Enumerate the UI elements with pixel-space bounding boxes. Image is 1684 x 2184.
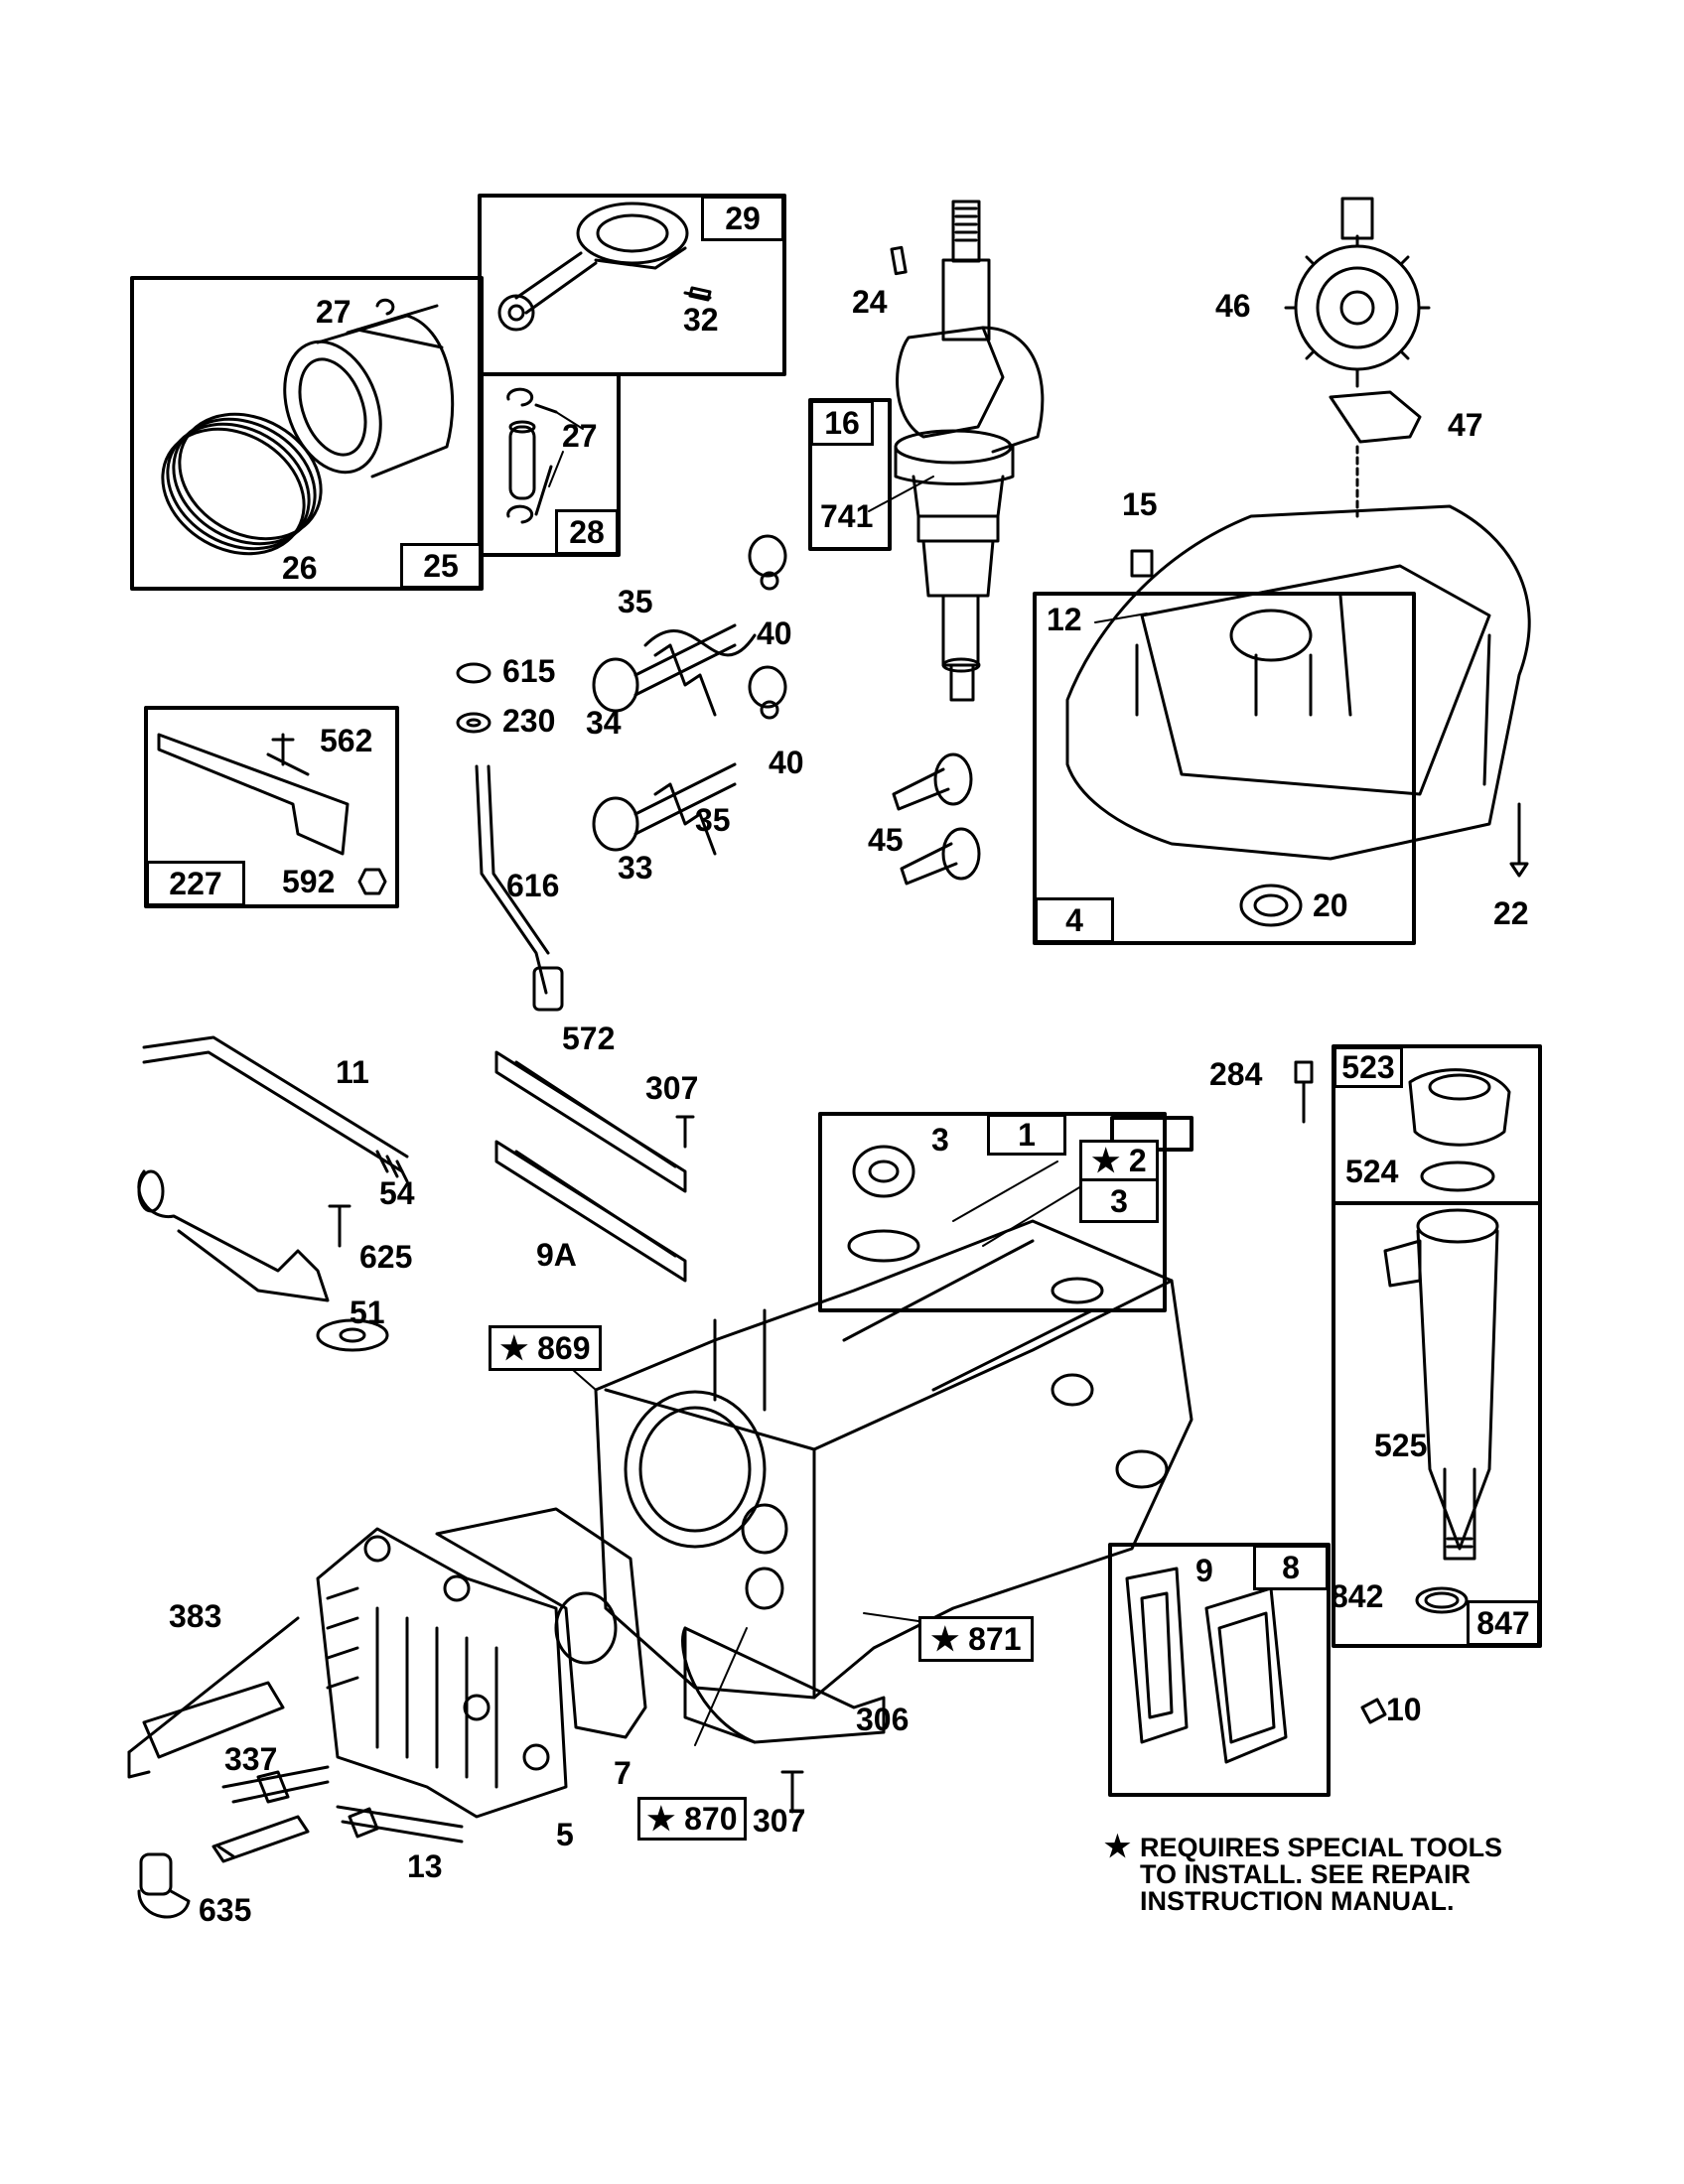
- washers-and-rod-drawing: [456, 662, 564, 1012]
- block-fasteners-drawing: [780, 1698, 1387, 1814]
- part-label-5: 5: [556, 1817, 574, 1852]
- engine-block-drawing: [594, 1145, 1193, 1700]
- part-box-523: 523: [1333, 1046, 1403, 1088]
- valves-drawing: [592, 534, 787, 856]
- part-label-562: 562: [320, 723, 373, 758]
- part-label-26: 26: [282, 550, 318, 586]
- part-label-307-upper: 307: [645, 1070, 699, 1106]
- part-label-22: 22: [1493, 895, 1529, 931]
- part-label-10: 10: [1386, 1692, 1422, 1727]
- part-label-40-upper: 40: [757, 615, 792, 651]
- part-box-227: 227: [146, 861, 245, 906]
- part-box-871-star: ★ 871: [918, 1616, 1034, 1662]
- piston-pin-drawing: [506, 387, 558, 524]
- part-label-46: 46: [1215, 288, 1251, 324]
- part-label-34: 34: [586, 705, 622, 741]
- part-label-842: 842: [1331, 1578, 1384, 1614]
- connecting-rod-drawing: [497, 202, 712, 332]
- part-label-27: 27: [316, 294, 351, 330]
- part-label-741: 741: [820, 498, 874, 534]
- breather-cover-drawing: [1125, 1567, 1288, 1764]
- bracket-drawing: [157, 733, 387, 895]
- part-label-20: 20: [1313, 887, 1348, 923]
- part-label-45: 45: [868, 822, 904, 858]
- part-label-27-pin: 27: [562, 418, 598, 454]
- base-gasket-drawing: [681, 1626, 886, 1744]
- part-label-284: 284: [1209, 1056, 1263, 1092]
- part-label-306: 306: [856, 1702, 910, 1737]
- gaskets-drawing: [494, 1050, 695, 1283]
- part-label-9a: 9A: [536, 1237, 577, 1273]
- note-line-3: INSTRUCTION MANUAL.: [1140, 1886, 1455, 1916]
- crankshaft-drawing: [890, 200, 1045, 702]
- tappets-drawing: [892, 752, 981, 886]
- part-label-24: 24: [852, 284, 888, 320]
- part-label-35-upper: 35: [618, 584, 653, 619]
- note-line-2: TO INSTALL. SEE REPAIR: [1140, 1859, 1472, 1889]
- leader-lines: [540, 411, 1148, 1746]
- part-label-13: 13: [407, 1848, 443, 1884]
- part-label-3: 3: [931, 1122, 949, 1158]
- part-label-635: 635: [199, 1892, 252, 1928]
- part-label-592: 592: [282, 864, 336, 899]
- part-label-12: 12: [1047, 602, 1082, 637]
- camshaft-gear-drawing: [1284, 197, 1431, 518]
- part-label-525: 525: [1374, 1428, 1428, 1463]
- part-label-51: 51: [350, 1295, 385, 1330]
- part-label-616: 616: [506, 868, 560, 903]
- part-label-615: 615: [502, 653, 556, 689]
- part-box-25: 25: [400, 543, 482, 589]
- part-label-7: 7: [614, 1755, 632, 1791]
- special-tools-note: ★ REQUIRES SPECIAL TOOLS TO INSTALL. SEE…: [1104, 1833, 1503, 1916]
- part-label-383: 383: [169, 1598, 222, 1634]
- part-label-337: 337: [224, 1741, 278, 1777]
- part-box-4: 4: [1035, 897, 1114, 943]
- bolt-284-drawing: [1294, 1060, 1314, 1124]
- cylinder-head-drawing: [316, 1507, 647, 1819]
- part-label-54: 54: [379, 1175, 415, 1211]
- group-frames: [130, 194, 1542, 1797]
- part-label-11: 11: [336, 1054, 369, 1090]
- part-box-28: 28: [555, 509, 619, 555]
- part-label-32: 32: [683, 302, 719, 338]
- part-label-625: 625: [359, 1239, 413, 1275]
- tools-and-plug-drawing: [127, 1616, 464, 1919]
- star-icon: ★: [1104, 1831, 1131, 1863]
- part-label-33: 33: [618, 850, 653, 886]
- part-box-29: 29: [701, 196, 784, 241]
- part-label-15: 15: [1122, 486, 1158, 522]
- part-label-47: 47: [1448, 407, 1483, 443]
- part-label-572: 572: [562, 1021, 616, 1056]
- part-box-8: 8: [1253, 1545, 1329, 1590]
- note-line-1: REQUIRES SPECIAL TOOLS: [1140, 1833, 1503, 1862]
- part-box-1: 1: [987, 1114, 1066, 1156]
- breather-tube-drawing: [137, 1035, 409, 1352]
- piston-drawing: [161, 298, 455, 556]
- part-box-16: 16: [810, 400, 874, 446]
- sump-cover-drawing: [1065, 504, 1531, 927]
- part-label-40-lower: 40: [769, 745, 804, 780]
- part-box-869-star: ★ 869: [489, 1325, 602, 1371]
- part-label-524: 524: [1345, 1154, 1399, 1189]
- part-label-230: 230: [502, 703, 556, 739]
- part-label-9: 9: [1195, 1553, 1213, 1588]
- part-box-847: 847: [1467, 1600, 1540, 1646]
- part-label-307-lower: 307: [753, 1803, 806, 1839]
- part-box-2-star: ★ 2: [1079, 1140, 1159, 1181]
- part-box-3: 3: [1079, 1181, 1159, 1223]
- oil-fill-tube-drawing: [1383, 1068, 1511, 1614]
- part-box-870-star: ★ 870: [637, 1797, 747, 1841]
- part-label-35-lower: 35: [695, 802, 731, 838]
